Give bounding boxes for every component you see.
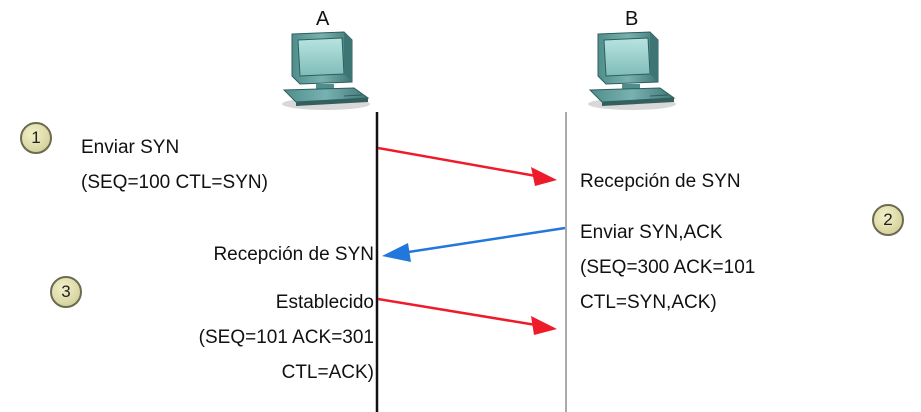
computer-a-icon (282, 31, 370, 110)
arrow-syn-a-to-b (377, 146, 557, 186)
step-1-badge: 1 (20, 122, 52, 154)
computer-b-icon (588, 31, 676, 110)
a-recv-syn-label: Recepción de SYN (213, 244, 374, 265)
a-send-syn-params: (SEQ=100 CTL=SYN) (81, 172, 268, 193)
host-a-label: A (316, 8, 330, 30)
step-2-badge: 2 (872, 204, 904, 236)
arrow-synack-b-to-a (382, 226, 566, 262)
host-b-label: B (625, 8, 639, 30)
b-send-synack-params-2: CTL=SYN,ACK) (580, 292, 717, 313)
b-recv-syn-label: Recepción de SYN (580, 171, 741, 192)
arrow-ack-a-to-b (377, 297, 557, 335)
a-established-params-1: (SEQ=101 ACK=301 (198, 327, 374, 348)
step-3-badge: 3 (50, 276, 82, 308)
b-send-synack-title: Enviar SYN,ACK (580, 222, 723, 243)
a-established-title: Establecido (275, 292, 374, 313)
b-send-synack-params-1: (SEQ=300 ACK=101 (580, 257, 756, 278)
a-send-syn-title: Enviar SYN (81, 137, 180, 158)
a-established-params-2: CTL=ACK) (281, 362, 374, 383)
